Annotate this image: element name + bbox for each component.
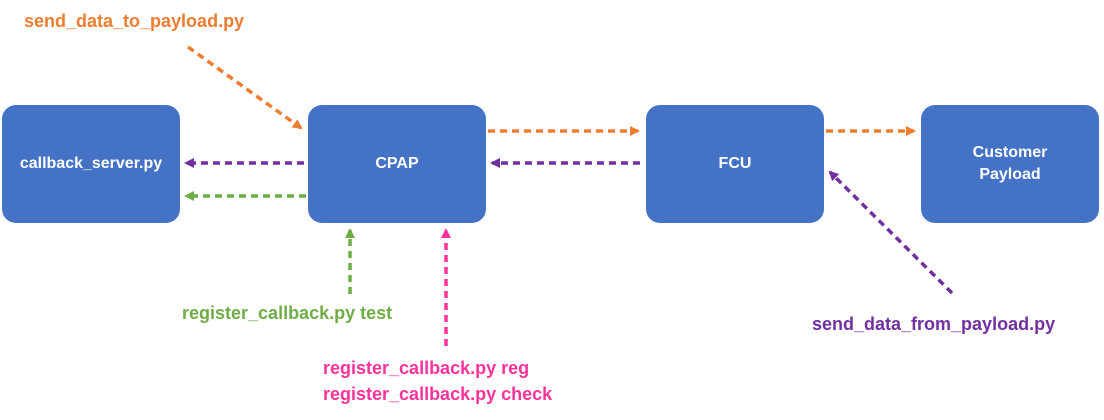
register-callback-test-label: register_callback.py test [182,303,393,323]
register-callback-reg-label: register_callback.py reg [323,358,530,378]
customer-payload-box: Customer Payload [921,105,1099,223]
cpap-box: CPAP [308,105,486,223]
callback-server-label: callback_server.py [19,155,163,172]
cpap-label: CPAP [375,155,419,172]
callback-server-box: callback_server.py [2,105,180,223]
fcu-label: FCU [718,155,752,172]
arrow-send-from-payload-to-fcu [828,170,954,295]
customer-payload-label: Customer Payload [972,144,1048,183]
send-data-from-payload-label: send_data_from_payload.py [812,314,1056,334]
fcu-box: FCU [646,105,824,223]
register-callback-check-label: register_callback.py check [323,384,553,404]
arrow-send-to-payload-to-cpap [186,45,303,130]
send-data-to-payload-label: send_data_to_payload.py [24,11,245,31]
